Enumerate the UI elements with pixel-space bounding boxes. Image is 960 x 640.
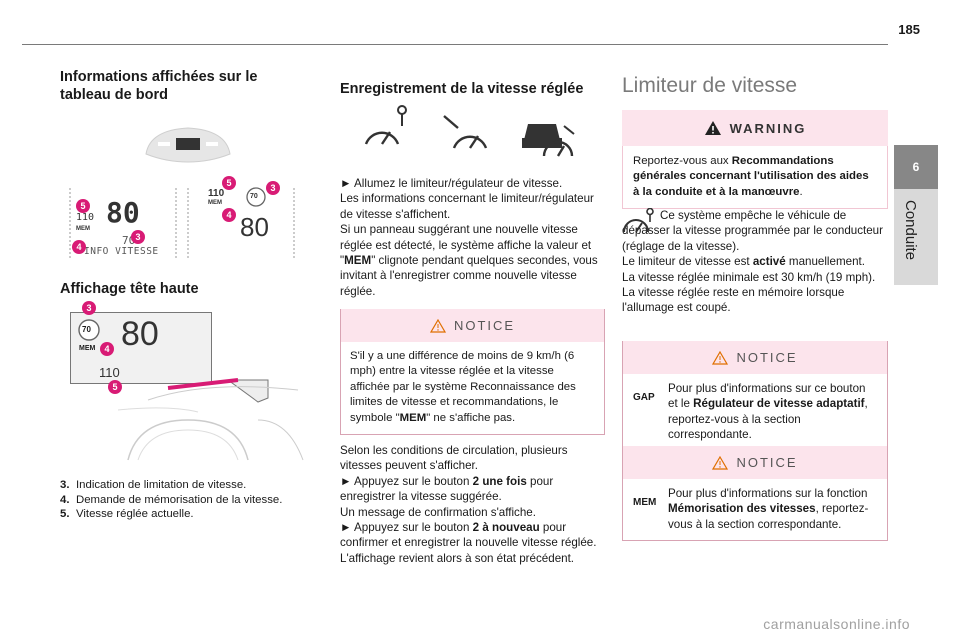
car-gauge-icon — [522, 124, 575, 157]
hud-display: 70 80 MEM 110 — [70, 312, 212, 384]
speed-limiter-icon — [623, 208, 654, 233]
speed-icons-row — [364, 105, 575, 157]
warning-header: WARNING — [622, 110, 888, 146]
storage-paragraph-2: Selon les conditions de circulation, plu… — [340, 444, 597, 565]
cluster-display-right: 110 MEM 70 80 — [186, 186, 296, 260]
badge-3-left: 3 — [131, 230, 145, 244]
column-display-info: Informations affichées sur le tableau de… — [60, 68, 310, 104]
column-set-speed-storage: Enregistrement de la vitesse réglée — [340, 80, 605, 98]
storage-paragraph-1: ► Allumez le limiteur/régulateur de vite… — [340, 177, 598, 298]
cluster-limit-right: 110 — [208, 188, 225, 199]
badge-4-right: 4 — [222, 208, 236, 222]
notice-box-storage: NOTICE S'il y a une différence de moins … — [340, 309, 605, 436]
badge-4-left: 4 — [72, 240, 86, 254]
section-title-speed-limiter: Limiteur de vitesse — [622, 74, 798, 97]
notice-box-mem: NOTICE MEM Pour plus d'informations sur … — [622, 446, 888, 542]
notice-header: NOTICE — [341, 309, 604, 342]
footer-watermark: carmanualsonline.info — [763, 616, 910, 632]
chapter-tab[interactable]: 6 Conduite — [894, 145, 938, 285]
cluster-sign-right: 70 — [250, 193, 258, 200]
warning-triangle-icon — [712, 455, 729, 470]
cluster-mem-right: MEM — [208, 200, 222, 206]
warning-triangle-icon — [704, 121, 721, 135]
legend-item-3: 3.Indication de limitation de vitesse. — [60, 479, 247, 491]
cluster-limit-left: 110 — [76, 212, 95, 223]
steering-controls-illustration — [145, 127, 231, 163]
notice-header: NOTICE — [623, 341, 887, 374]
badge-5-right: 5 — [222, 176, 236, 190]
hud-mem: MEM — [79, 345, 96, 352]
badge-3-hud: 3 — [82, 301, 96, 315]
badge-3-right: 3 — [266, 181, 280, 195]
legend-item-5: 5.Vitesse réglée actuelle. — [60, 508, 194, 521]
hud-limit: 110 — [99, 365, 120, 380]
top-rule — [22, 44, 888, 45]
warning-triangle-icon — [429, 318, 446, 333]
warning-triangle-icon — [712, 350, 729, 365]
legend-list: 3.Indication de limitation de vitesse. 4… — [60, 478, 310, 522]
mem-button-icon: MEM — [633, 497, 657, 508]
chapter-label: Conduite — [902, 200, 919, 261]
cluster-mem-left: MEM — [76, 226, 90, 232]
gap-button-icon: GAP — [633, 392, 655, 403]
dashboard-illustration — [118, 378, 304, 461]
hud-speed: 80 — [121, 315, 159, 353]
cluster-speed-right: 80 — [240, 212, 269, 242]
chapter-number: 6 — [894, 145, 938, 189]
badge-4-hud: 4 — [100, 342, 114, 356]
limiter-intro: Ce système empêche le véhicule de dépass… — [622, 208, 883, 315]
cluster-speed-left: 80 — [106, 196, 140, 229]
gauge-sign-icon — [364, 105, 407, 145]
notice-box-gap: NOTICE GAP Pour plus d'informations sur … — [622, 341, 888, 452]
section-heading-dashboard: Informations affichées sur le tableau de… — [60, 69, 258, 103]
hud-sign: 70 — [82, 325, 91, 334]
notice-header: NOTICE — [623, 446, 887, 479]
page-number: 185 — [898, 22, 920, 37]
gauge-arrow-icon — [443, 115, 488, 149]
badge-5-hud: 5 — [108, 380, 122, 394]
legend-item-4: 4.Demande de mémorisation de la vitesse. — [60, 493, 283, 506]
section-heading-hud: Affichage tête haute — [60, 281, 199, 297]
warning-box: WARNING Reportez-vous aux Recommandation… — [622, 110, 888, 210]
badge-5-left: 5 — [76, 199, 90, 213]
cluster-info-text: INFO VITESSE — [84, 246, 159, 257]
section-heading-storage: Enregistrement de la vitesse réglée — [340, 81, 584, 97]
